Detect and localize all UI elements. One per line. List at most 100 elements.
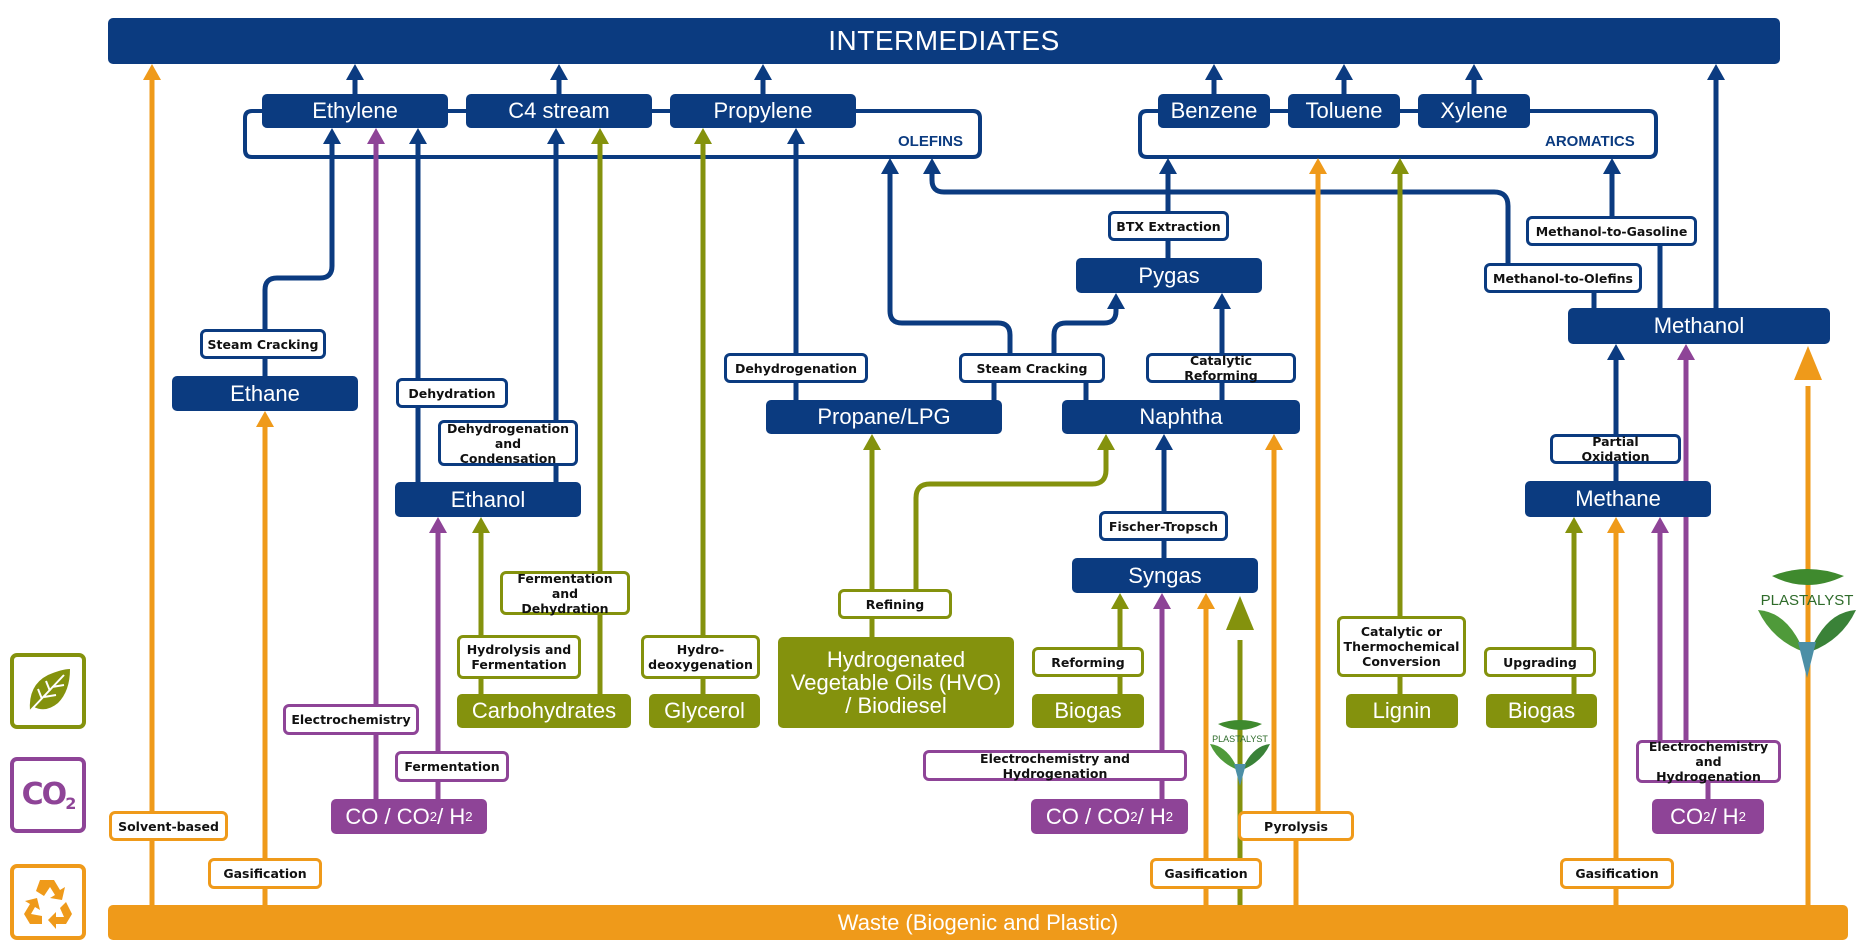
plastalyst-logo-text: PLASTALYST — [1760, 592, 1854, 609]
plastalyst-leaves-icon — [1210, 720, 1270, 786]
pyrolysis-to-aromatics-arrowhead — [1309, 158, 1327, 174]
to-intermediates-3-arrowhead — [1205, 64, 1223, 80]
propane-to-propylene-arrowhead — [787, 128, 805, 144]
plastalyst-logo-large: PLASTALYST — [1752, 566, 1862, 687]
intermediates-header: INTERMEDIATES — [108, 18, 1780, 64]
node-hvo-biodiesel[interactable]: Hydrogenated Vegetable Oils (HVO) / Biod… — [778, 637, 1014, 728]
node-propylene[interactable]: Propylene — [670, 94, 856, 128]
carbohydrates-to-c4-arrowhead — [591, 128, 609, 144]
process-fermentation[interactable]: Fermentation — [395, 751, 509, 782]
process-steam-cracking-naphtha[interactable]: Steam Cracking — [959, 353, 1105, 383]
process-dehydration[interactable]: Dehydration — [396, 378, 508, 408]
process-solvent-based[interactable]: Solvent-based — [109, 811, 228, 841]
node-ethanol[interactable]: Ethanol — [395, 482, 581, 517]
node-waste[interactable]: Waste (Biogenic and Plastic) — [108, 905, 1848, 940]
to-intermediates-4-arrowhead — [1335, 64, 1353, 80]
ethanol-to-c4-arrowhead — [547, 128, 565, 144]
waste-to-methane-arrowhead — [1607, 517, 1625, 533]
process-upgrading[interactable]: Upgrading — [1484, 647, 1596, 677]
process-partial-oxidation[interactable]: Partial Oxidation — [1550, 434, 1681, 464]
process-methanol-to-olefins[interactable]: Methanol-to-Olefins — [1484, 263, 1642, 293]
process-catalytic-reforming[interactable]: Catalytic Reforming — [1146, 353, 1296, 383]
to-intermediates-5-arrowhead — [1465, 64, 1483, 80]
process-dehydrogenation[interactable]: Dehydrogenation — [724, 353, 868, 383]
node-carbohydrates[interactable]: Carbohydrates — [457, 694, 631, 728]
hvo-to-propane-arrowhead — [863, 434, 881, 450]
methanol-to-gasoline-line-arrowhead — [1603, 158, 1621, 174]
methanol-to-olefins-line — [929, 174, 1597, 308]
process-steam-cracking-ethane[interactable]: Steam Cracking — [200, 329, 326, 359]
carbohydrates-to-ethanol-arrowhead — [472, 517, 490, 533]
olefins-group-label: OLEFINS — [898, 133, 964, 150]
co-to-ethanol-arrowhead — [429, 517, 447, 533]
aromatics-group-label: AROMATICS — [1545, 133, 1635, 150]
process-hydrolysis-fermentation[interactable]: Hydrolysis and Fermentation — [457, 635, 581, 679]
node-biogas-methane[interactable]: Biogas — [1486, 694, 1597, 728]
hvo-to-naphtha-arrowhead — [1097, 434, 1115, 450]
process-electrochemistry[interactable]: Electrochemistry — [283, 704, 419, 735]
naphtha-cracking-to-olefins-arrowhead — [881, 158, 899, 174]
process-gasification-methane[interactable]: Gasification — [1560, 858, 1674, 889]
glycerol-to-propylene-arrowhead — [694, 128, 712, 144]
biogas-to-methane-arrowhead — [1565, 517, 1583, 533]
node-xylene[interactable]: Xylene — [1418, 94, 1530, 128]
to-intermediates-0-arrowhead — [346, 64, 364, 80]
methane-to-methanol-arrowhead — [1607, 344, 1625, 360]
biogas-to-syngas-arrowhead — [1111, 593, 1129, 609]
process-electrochemistry-hydrogenation-right[interactable]: Electrochemistry and Hydrogenation — [1636, 739, 1781, 784]
node-benzene[interactable]: Benzene — [1158, 94, 1270, 128]
to-intermediates-2-arrowhead — [754, 64, 772, 80]
process-dehydrogenation-condensation[interactable]: Dehydrogenation and Condensation — [438, 420, 578, 466]
node-methanol[interactable]: Methanol — [1568, 308, 1830, 344]
naphtha-cracking-to-pygas — [1051, 308, 1119, 353]
ethanol-to-ethylene-arrowhead — [409, 128, 427, 144]
recycle-icon — [24, 880, 72, 929]
process-pyrolysis[interactable]: Pyrolysis — [1238, 811, 1354, 841]
legend-waste — [10, 864, 86, 940]
process-electrochemistry-hydrogenation-middle[interactable]: Electrochemistry and Hydrogenation — [923, 750, 1187, 781]
process-hydrodeoxygenation[interactable]: Hydro-deoxygenation — [641, 635, 760, 679]
node-propane-lpg[interactable]: Propane/LPG — [766, 400, 1002, 434]
node-glycerol[interactable]: Glycerol — [649, 694, 760, 728]
ethane-to-ethylene — [262, 144, 335, 376]
node-naphtha[interactable]: Naphtha — [1062, 400, 1300, 434]
plastalyst-leaves-icon — [1758, 569, 1856, 678]
naphtha-cracking-to-olefins — [887, 174, 1013, 353]
node-methane[interactable]: Methane — [1525, 481, 1711, 517]
node-syngas[interactable]: Syngas — [1072, 558, 1258, 593]
process-btx-extraction[interactable]: BTX Extraction — [1108, 211, 1229, 241]
to-intermediates-1-arrowhead — [550, 64, 568, 80]
node-lignin[interactable]: Lignin — [1346, 694, 1458, 728]
node-biogas-syngas[interactable]: Biogas — [1032, 694, 1144, 728]
co-electrochem-to-ethylene-arrowhead — [367, 128, 385, 144]
pyrolysis-to-naphtha-arrowhead — [1265, 434, 1283, 450]
process-fermentation-dehydration[interactable]: Fermentation and Dehydration — [500, 571, 630, 616]
waste-solvent-to-intermediates-arrowhead — [143, 64, 161, 80]
node-c4-stream[interactable]: C4 stream — [466, 94, 652, 128]
olefins-frame — [243, 109, 982, 159]
process-refining[interactable]: Refining — [838, 589, 952, 619]
plastalyst-logo-text: PLASTALYST — [1212, 734, 1268, 744]
hvo-to-naphtha — [913, 450, 1109, 589]
process-fischer-tropsch[interactable]: Fischer-Tropsch — [1099, 511, 1228, 541]
process-catalytic-thermochemical-conversion[interactable]: Catalytic or Thermochemical Conversion — [1337, 616, 1466, 677]
process-methanol-to-gasoline[interactable]: Methanol-to-Gasoline — [1526, 216, 1697, 246]
naphtha-to-pygas-reforming-arrowhead — [1213, 293, 1231, 309]
co2-icon: CO2 — [21, 777, 77, 813]
methanol-to-intermediates-arrowhead — [1707, 64, 1725, 80]
ethane-to-ethylene-arrowhead — [323, 128, 341, 144]
process-reforming[interactable]: Reforming — [1032, 647, 1144, 677]
node-toluene[interactable]: Toluene — [1288, 94, 1400, 128]
waste-to-syngas-arrowhead — [1197, 593, 1215, 609]
node-ethylene[interactable]: Ethylene — [262, 94, 448, 128]
node-pygas[interactable]: Pygas — [1076, 258, 1262, 293]
node-ethane[interactable]: Ethane — [172, 376, 358, 411]
lignin-to-aromatics-arrowhead — [1391, 158, 1409, 174]
process-gasification-syngas[interactable]: Gasification — [1150, 858, 1262, 889]
legend-biomass — [10, 653, 86, 729]
process-gasification-ethane[interactable]: Gasification — [208, 858, 322, 889]
